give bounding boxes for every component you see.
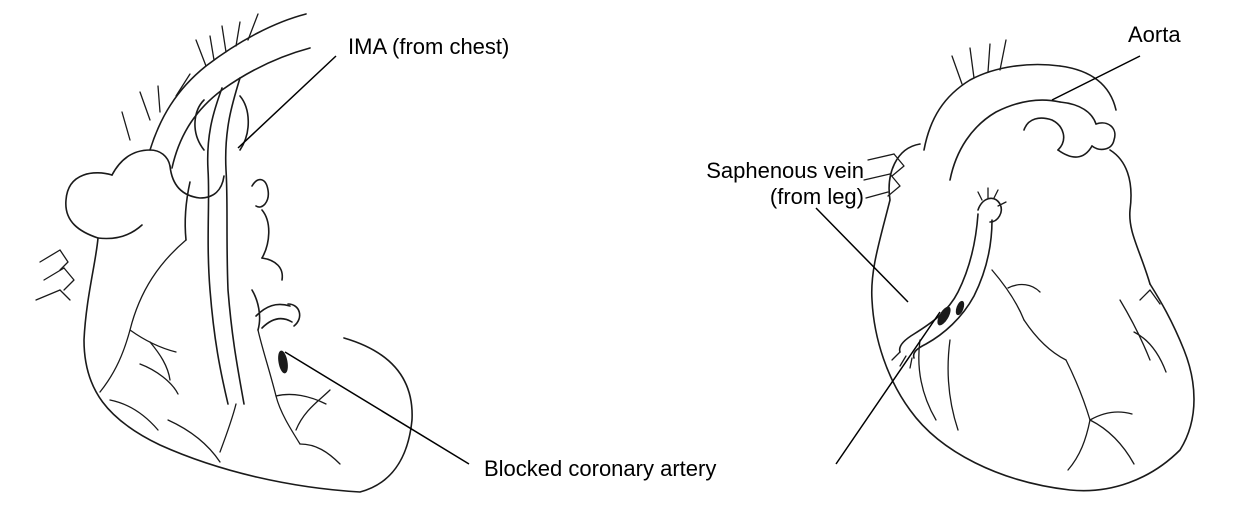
left-heart-illustration xyxy=(36,14,412,492)
leader-blocked-right xyxy=(836,312,940,464)
label-saphenous-from-leg: (from leg) xyxy=(770,184,864,209)
label-saphenous-vein: Saphenous vein xyxy=(706,158,864,183)
right-heart-illustration xyxy=(864,40,1194,491)
leader-ima xyxy=(238,56,336,148)
label-aorta: Aorta xyxy=(1128,22,1181,47)
leader-saphenous xyxy=(816,208,908,302)
leader-lines xyxy=(238,56,1140,464)
label-blocked-coronary-artery: Blocked coronary artery xyxy=(484,456,716,481)
label-ima: IMA (from chest) xyxy=(348,34,509,59)
leader-blocked-left xyxy=(285,352,469,464)
leader-aorta xyxy=(1052,56,1140,100)
